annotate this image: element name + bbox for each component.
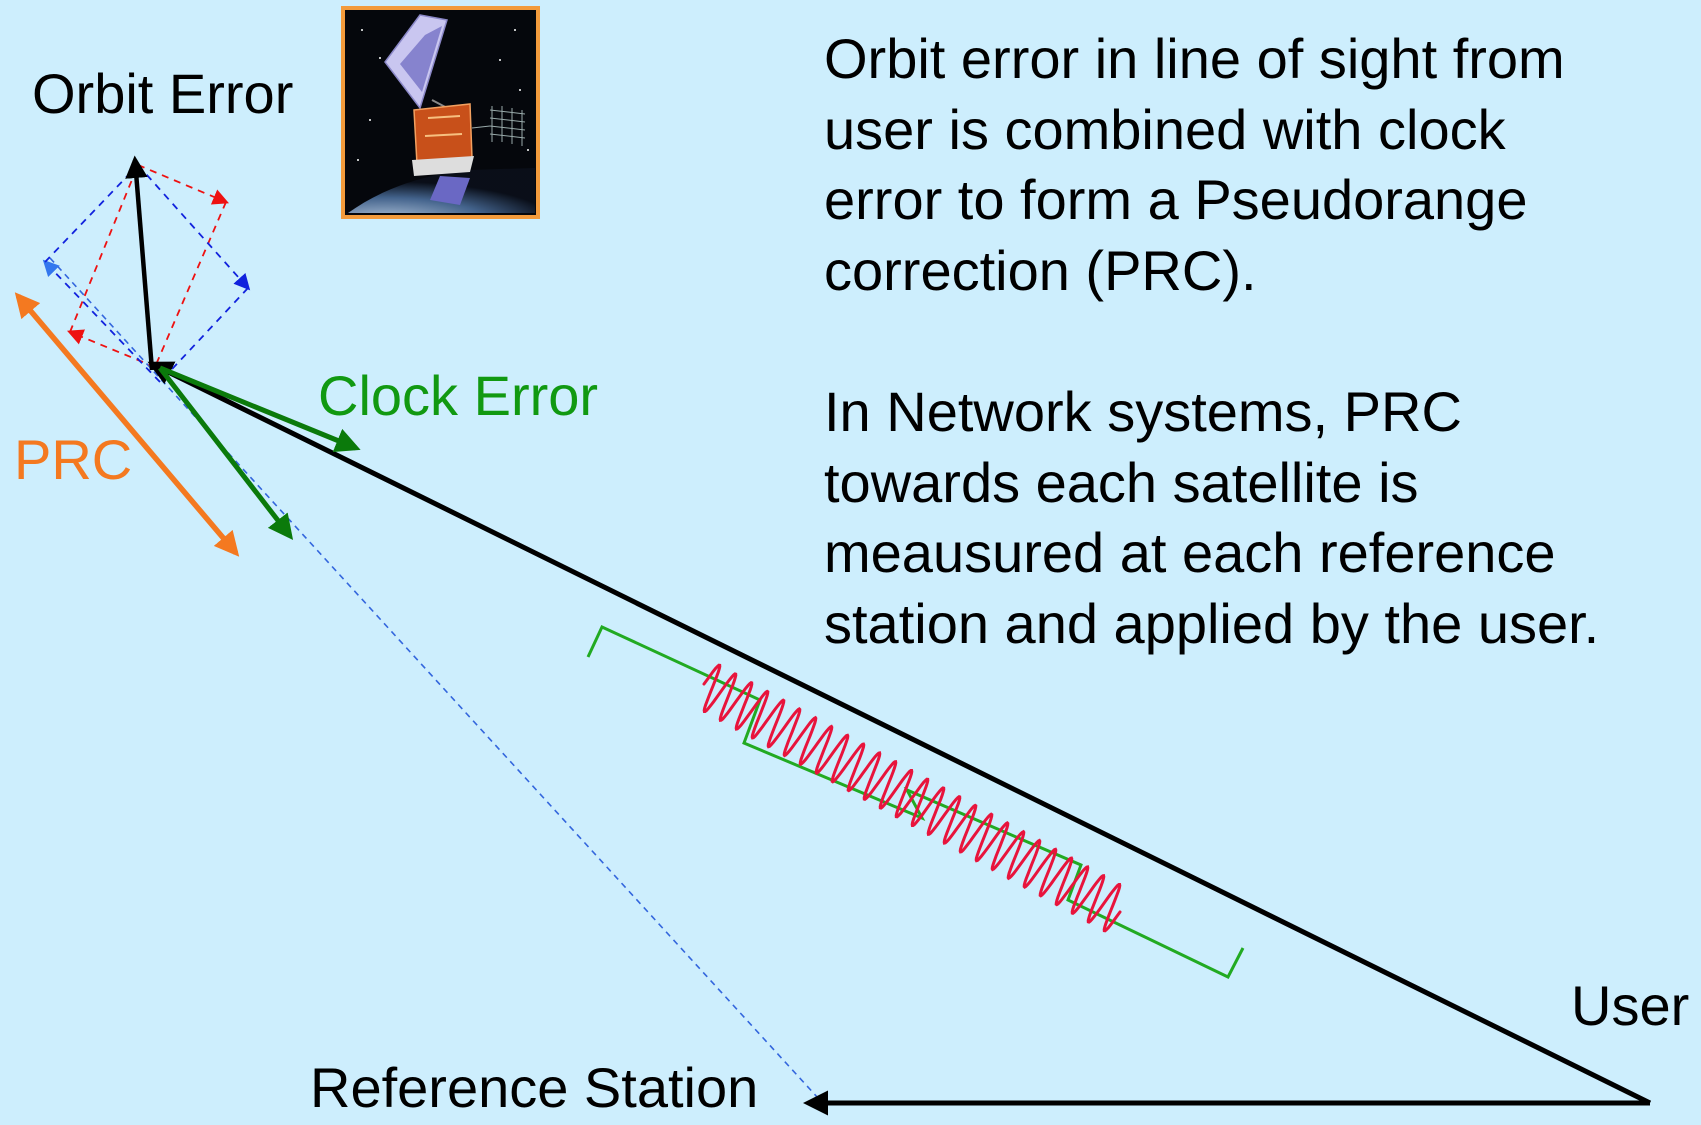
description-line: towards each satellite is — [824, 450, 1419, 514]
clock-error-label: Clock Error — [318, 364, 599, 427]
signal-wave — [702, 663, 1122, 933]
description-line: correction (PRC). — [824, 238, 1257, 302]
satellite-image — [341, 6, 540, 219]
line-of-sight — [147, 361, 1652, 1106]
dashed-blue-vectors — [42, 164, 251, 383]
user-label: User — [1571, 974, 1690, 1037]
orbit-error-vector — [125, 155, 155, 371]
prc-label: PRC — [14, 428, 133, 491]
description-line: station and applied by the user. — [824, 591, 1600, 655]
description-line: Orbit error in line of sight from — [824, 27, 1565, 90]
description-line: In Network systems, PRC — [824, 380, 1462, 443]
description-line: meausured at each reference — [824, 521, 1556, 584]
prc-vector — [14, 292, 240, 557]
description-paragraph-1: Orbit error in line of sight from user i… — [824, 24, 1684, 306]
satellite-icon — [348, 14, 535, 213]
description-line: user is combined with clock — [824, 97, 1506, 161]
description-line: error to form a Pseudorange — [824, 168, 1528, 231]
orbit-error-label: Orbit Error — [32, 62, 294, 125]
description-paragraph-2: In Network systems, PRC towards each sat… — [824, 377, 1684, 659]
reference-station-label: Reference Station — [310, 1056, 759, 1119]
clock-error-bracket — [586, 625, 1245, 979]
